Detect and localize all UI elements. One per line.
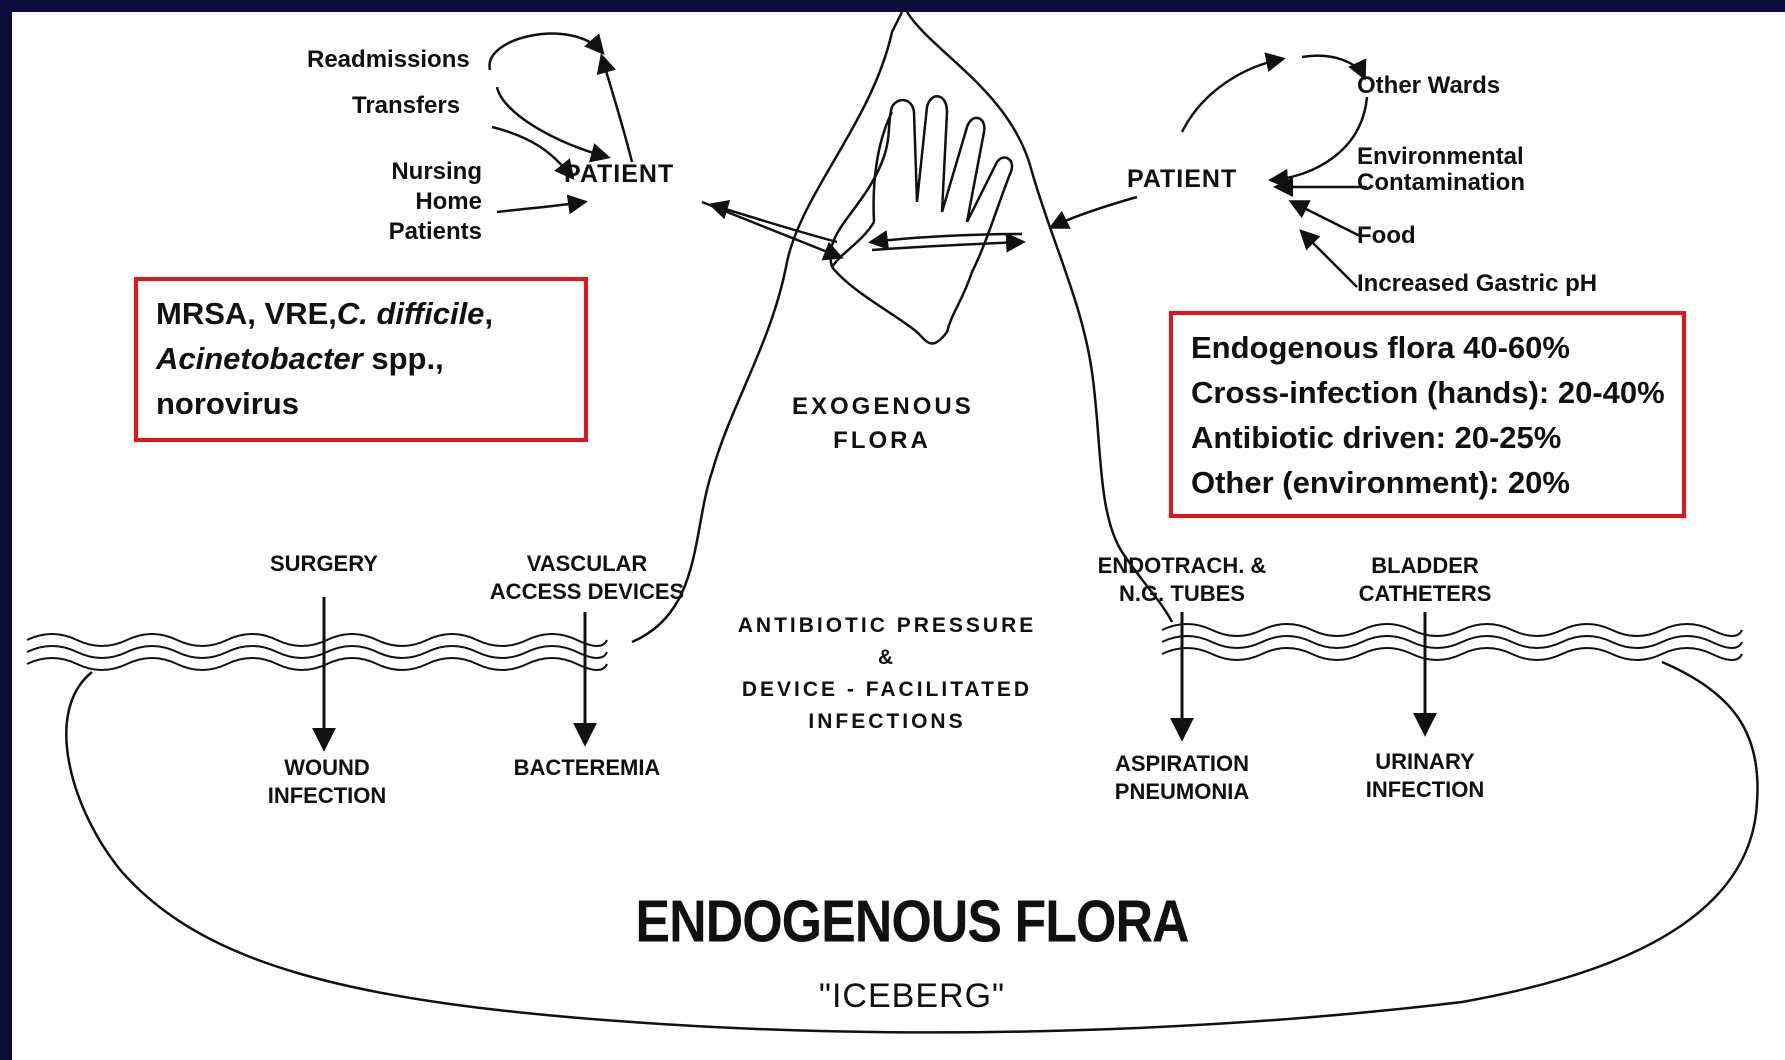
other-wards-label: Other Wards <box>1357 72 1500 100</box>
device-facilitated-label: DEVICE - FACILITATED <box>697 674 1077 706</box>
rate-line: Endogenous flora 40-60% <box>1191 325 1664 370</box>
ampersand-label: & <box>697 642 1077 674</box>
rate-line: Other (environment): 20% <box>1191 460 1664 505</box>
nursing-home-label: Nursing Home Patients <box>372 157 482 247</box>
rate-line: Antibiotic driven: 20-25% <box>1191 415 1664 460</box>
rates-box: Endogenous flora 40-60% Cross-infection … <box>1169 311 1686 518</box>
right-patient-label: PATIENT <box>1127 165 1237 194</box>
hand-sketch <box>830 96 1012 343</box>
organisms-box: MRSA, VRE,C. difficile, Acinetobacter sp… <box>134 277 588 442</box>
route-source-bladder: BLADDER CATHETERS <box>1350 552 1500 608</box>
exogenous-flora-label: EXOGENOUS FLORA <box>792 390 972 458</box>
food-label: Food <box>1357 222 1416 250</box>
transfers-label: Transfers <box>352 92 460 120</box>
gastric-ph-label: Increased Gastric pH <box>1357 270 1597 298</box>
rate-line: Cross-infection (hands): 20-40% <box>1191 370 1664 415</box>
left-patient-label: PATIENT <box>564 160 674 189</box>
route-outcome-bacteremia: BACTEREMIA <box>512 754 662 782</box>
diagram-panel: Readmissions Transfers Nursing Home Pati… <box>12 12 1785 1060</box>
left-patient-arrows <box>489 34 1022 257</box>
route-source-surgery: SURGERY <box>244 550 404 578</box>
environmental-contamination-label: Environmental Contamination <box>1357 144 1547 196</box>
endogenous-flora-title: ENDOGENOUS FLORA <box>632 888 1192 957</box>
iceberg-peak-outline <box>632 12 1172 642</box>
readmissions-label: Readmissions <box>307 46 470 74</box>
route-source-endotracheal: ENDOTRACH. & N.G. TUBES <box>1097 552 1267 608</box>
route-outcome-aspiration: ASPIRATION PNEUMONIA <box>1102 750 1262 806</box>
route-outcome-wound: WOUND INFECTION <box>237 754 417 810</box>
route-source-vascular: VASCULAR ACCESS DEVICES <box>482 550 692 606</box>
infections-label: INFECTIONS <box>697 706 1077 738</box>
organisms-line-3: norovirus <box>156 381 566 426</box>
route-outcome-urinary: URINARY INFECTION <box>1350 748 1500 804</box>
iceberg-caption: "ICEBERG" <box>772 977 1052 1016</box>
antibiotic-pressure-label: ANTIBIOTIC PRESSURE <box>697 610 1077 642</box>
organisms-line-1: MRSA, VRE,C. difficile, <box>156 291 566 336</box>
organisms-line-2: Acinetobacter spp., <box>156 336 566 381</box>
